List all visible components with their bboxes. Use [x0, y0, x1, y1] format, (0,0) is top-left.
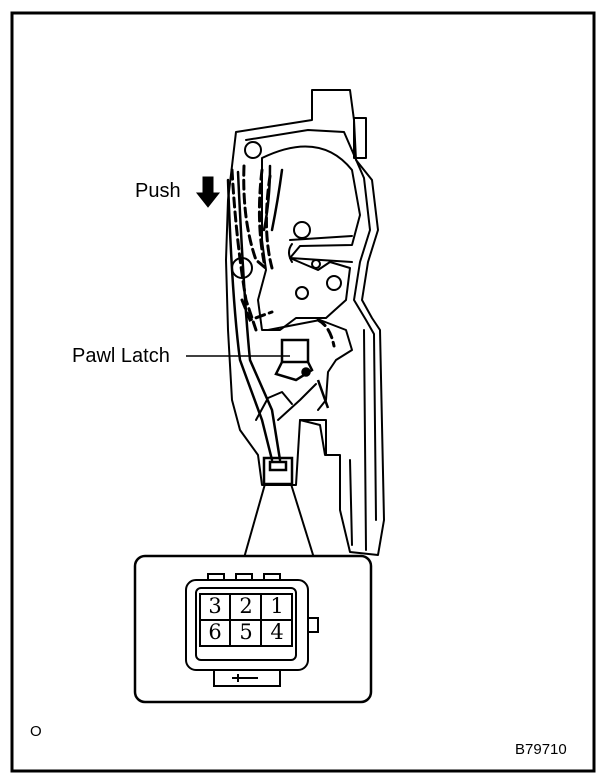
pin-2: 2: [239, 594, 253, 618]
corner-mark: O: [30, 723, 42, 740]
arrow-down-icon: [195, 176, 221, 208]
figure-border: [10, 11, 596, 773]
door-lock-assembly: [225, 89, 385, 556]
callout-lines: [243, 483, 315, 559]
pin-6: 6: [208, 620, 222, 644]
push-label: Push: [135, 180, 181, 202]
pin-3: 3: [208, 594, 222, 618]
connector-detail-box: [133, 554, 373, 704]
figure-code: B79710: [515, 741, 567, 758]
pawl-latch-label: Pawl Latch: [72, 345, 170, 367]
connector-face: [185, 573, 319, 687]
lock-connector: [262, 456, 294, 486]
pin-4: 4: [270, 620, 284, 644]
cable-rods: [226, 164, 284, 462]
pin-5: 5: [239, 620, 253, 644]
pin-1: 1: [270, 594, 284, 618]
